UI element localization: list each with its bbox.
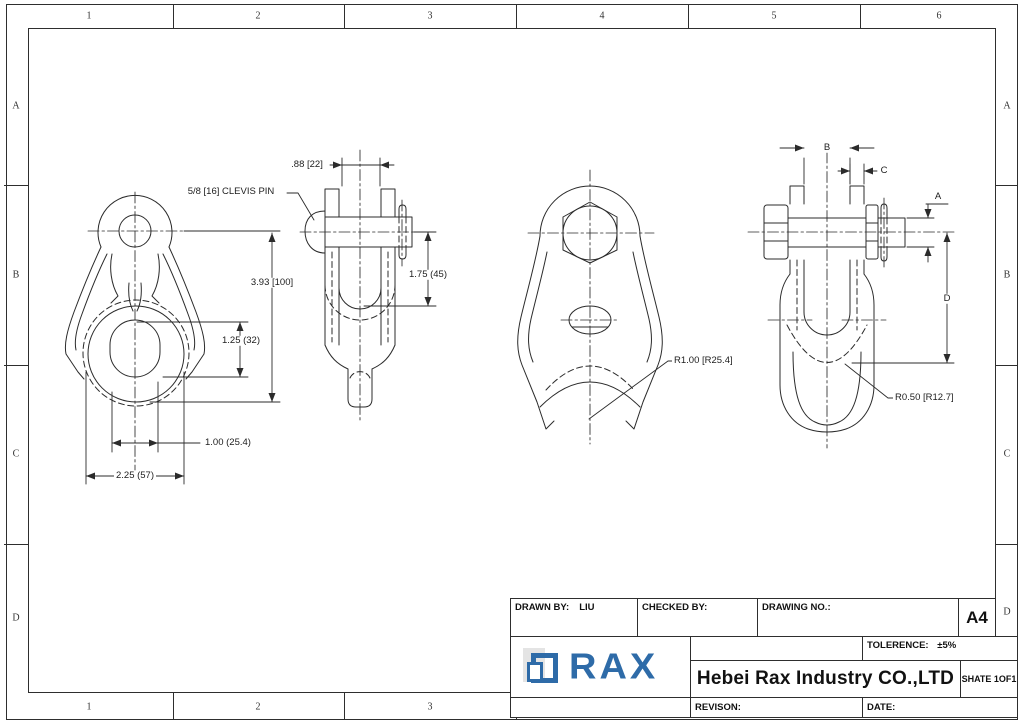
titleblock-date: DATE: xyxy=(862,697,1018,718)
callout-saddle-radius: R1.00 [R25.4] xyxy=(672,354,735,367)
titleblock-sheet-number: SHATE 1OF1 xyxy=(960,660,1018,698)
zone-divider xyxy=(344,693,345,720)
side-thimble-view xyxy=(747,144,955,449)
zone-divider xyxy=(996,365,1018,366)
titleblock-checked-by: CHECKED BY: xyxy=(637,598,758,637)
drawing-no-label: DRAWING NO.: xyxy=(762,602,831,613)
zone-label-left: B xyxy=(12,269,20,281)
zone-label-left: A xyxy=(12,100,20,112)
dim-pin-to-seat: 1.75 (45) xyxy=(406,268,450,281)
zone-divider xyxy=(344,4,345,28)
zone-label-left: C xyxy=(12,448,20,460)
dim-jaw-opening: .88 [22] xyxy=(289,158,325,171)
zone-divider xyxy=(688,4,689,28)
zone-label-top: 6 xyxy=(936,10,942,22)
checked-by-label: CHECKED BY: xyxy=(642,602,708,613)
titleblock-drawn-by: DRAWN BY: LIU xyxy=(510,598,638,637)
rax-logo-icon xyxy=(521,644,565,690)
zone-divider xyxy=(860,4,861,28)
paper-size-value: A4 xyxy=(966,607,988,627)
zone-label-right: D xyxy=(1003,606,1011,618)
drawn-by-value: LIU xyxy=(579,602,595,613)
revision-label: REVISON: xyxy=(695,702,741,713)
zone-divider xyxy=(516,4,517,28)
zone-label-top: 4 xyxy=(599,10,605,22)
zone-divider xyxy=(173,693,174,720)
dim-slot-height: 1.25 (32) xyxy=(219,334,263,347)
zone-label-top: 5 xyxy=(771,10,777,22)
titleblock-logo: RAX xyxy=(510,636,691,698)
zone-label-top: 1 xyxy=(86,10,92,22)
zone-label-bottom: 3 xyxy=(427,701,433,713)
dim-a: A xyxy=(932,190,944,203)
titleblock-empty-cell xyxy=(690,636,863,661)
zone-divider xyxy=(173,4,174,28)
dim-c: C xyxy=(878,164,890,177)
front-clevis-view xyxy=(64,191,315,485)
logo-frame-square-small xyxy=(527,662,543,682)
company-name: Hebei Rax Industry CO.,LTD xyxy=(696,668,955,689)
callout-clevis-pin: 5/8 [16] CLEVIS PIN xyxy=(185,185,277,198)
tolerance-label: TOLERENCE: xyxy=(867,640,929,651)
titleblock-drawing-no: DRAWING NO.: xyxy=(757,598,959,637)
zone-label-bottom: 1 xyxy=(86,701,92,713)
zone-label-top: 3 xyxy=(427,10,433,22)
side-clevis-view xyxy=(299,149,437,421)
drawn-by-label: DRAWN BY: xyxy=(515,602,570,613)
titleblock-company: Hebei Rax Industry CO.,LTD xyxy=(690,660,961,698)
zone-divider xyxy=(4,365,28,366)
titleblock-paper-size: A4 xyxy=(958,598,996,637)
zone-label-right: B xyxy=(1003,269,1011,281)
callout-groove-radius: R0.50 [R12.7] xyxy=(893,391,956,404)
dim-overall-height: 3.93 [100] xyxy=(248,276,296,289)
front-thimble-view xyxy=(517,169,677,445)
zone-divider xyxy=(4,544,28,545)
date-label: DATE: xyxy=(867,702,896,713)
zone-divider xyxy=(996,544,1018,545)
zone-label-top: 2 xyxy=(255,10,261,22)
zone-label-bottom: 2 xyxy=(255,701,261,713)
dim-b: B xyxy=(821,141,833,154)
zone-divider xyxy=(996,185,1018,186)
dim-d: D xyxy=(941,292,953,305)
dim-slot-width: 1.00 (25.4) xyxy=(203,436,253,449)
zone-label-right: C xyxy=(1003,448,1011,460)
titleblock-bottom-empty xyxy=(510,697,691,718)
zone-divider xyxy=(4,185,28,186)
titleblock-tolerance: TOLERENCE: ±5% xyxy=(862,636,1018,661)
tolerance-value: ±5% xyxy=(937,640,957,651)
logo-text: RAX xyxy=(569,646,659,688)
zone-label-right: A xyxy=(1003,100,1011,112)
dim-seat-diameter: 2.25 (57) xyxy=(113,469,157,482)
sheet-number-value: SHATE 1OF1 xyxy=(961,674,1017,684)
sheet-outer-border xyxy=(6,4,1018,720)
titleblock-revision: REVISON: xyxy=(690,697,863,718)
zone-label-left: D xyxy=(12,612,20,624)
